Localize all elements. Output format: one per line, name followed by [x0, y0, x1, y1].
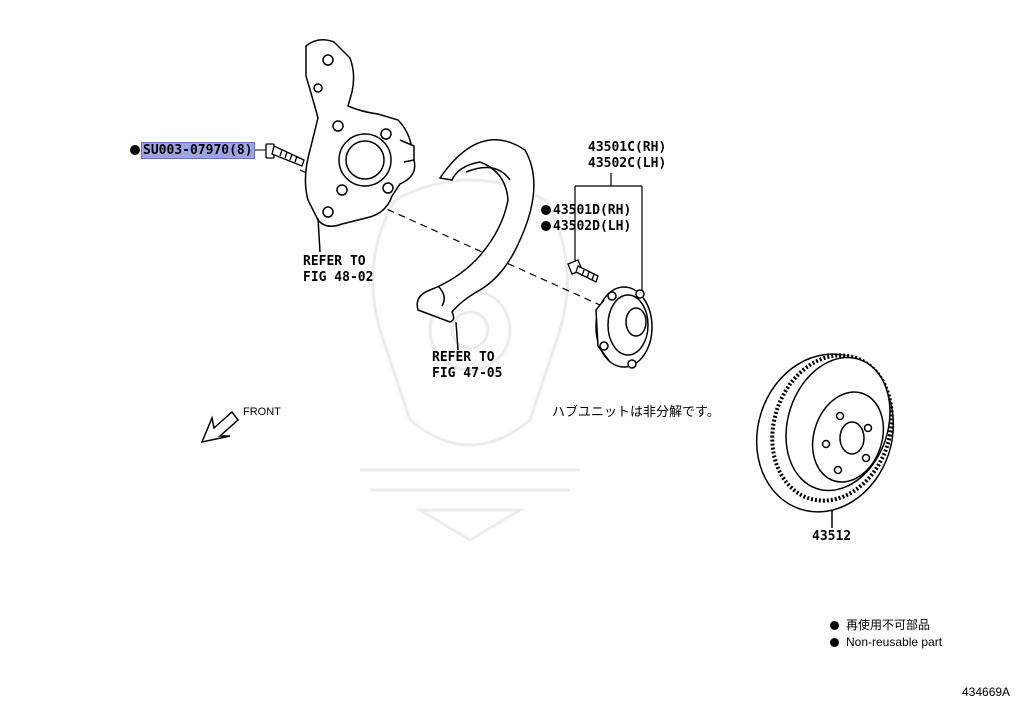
dust-cover: [416, 139, 535, 351]
hub-bolt-lh-label[interactable]: 43502D(LH): [541, 219, 631, 234]
non-reusable-dot-icon: [130, 145, 140, 155]
steering-knuckle: [304, 39, 416, 253]
dust-cover-ref-line1: REFER TO: [432, 350, 495, 365]
legend-jp: 再使用不可部品: [830, 616, 930, 633]
brake-rotor: [755, 353, 895, 528]
dust-cover-ref-line2[interactable]: FIG 47-05: [432, 366, 503, 381]
rotor-part-number[interactable]: 43512: [812, 529, 852, 544]
legend-dot-icon: [830, 638, 839, 647]
bolt-part-number[interactable]: SU003-07970(8): [130, 142, 255, 159]
front-label: FRONT: [243, 406, 281, 418]
figure-id: 434669A: [962, 685, 1011, 699]
hub-assy-rh-label[interactable]: 43501C(RH): [588, 140, 667, 155]
legend-dot-icon: [830, 621, 839, 630]
knuckle-ref-line2[interactable]: FIG 48-02: [303, 270, 374, 285]
hub-assembly: [595, 286, 653, 369]
bolt-part-number-text: SU003-07970(8): [141, 142, 255, 159]
knuckle-bolt-icon: [265, 143, 305, 167]
hub-assy-lh-label[interactable]: 43502C(LH): [588, 156, 667, 171]
hub-callout-bracket: [574, 173, 643, 290]
non-reusable-dot-icon: [541, 221, 551, 231]
hub-bolt-rh-label[interactable]: 43501D(RH): [541, 203, 631, 218]
legend-en: Non-reusable part: [830, 635, 942, 649]
watermark-emblem: [360, 178, 580, 542]
knuckle-ref-line1: REFER TO: [303, 254, 366, 269]
non-reusable-dot-icon: [541, 205, 551, 215]
hub-note: ハブユニットは非分解です。: [552, 404, 720, 419]
hub-bolt-icon: [567, 259, 599, 283]
front-arrow-icon: [200, 410, 240, 444]
